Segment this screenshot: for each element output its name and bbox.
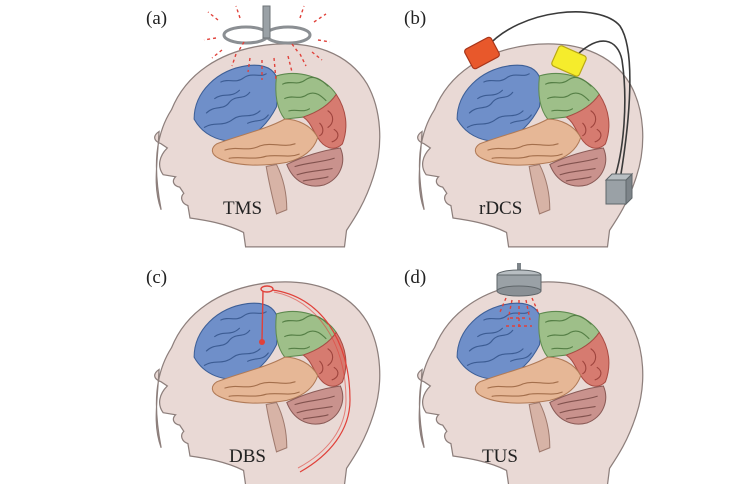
- panel-label-d: (d): [404, 267, 426, 288]
- stimulator-box: [604, 172, 634, 206]
- panel-label-a: (a): [146, 8, 167, 29]
- method-label-rdcs: rDCS: [479, 198, 522, 219]
- head-silhouette-b: [417, 43, 644, 248]
- anode-electrode: [464, 36, 500, 70]
- ultrasound-transducer: [496, 263, 542, 297]
- panel-a: (a) TMS: [146, 5, 381, 248]
- tms-coil: [222, 5, 312, 45]
- ultrasound-beam: [499, 297, 539, 330]
- panel-label-c: (c): [146, 267, 167, 288]
- rdcs-wires: [485, 11, 631, 181]
- method-label-tms: TMS: [223, 198, 262, 219]
- panel-b: (b) rDCS: [404, 8, 644, 248]
- panel-d: (d) TUS: [404, 263, 644, 484]
- magnetic-field-lines: [203, 5, 331, 81]
- method-label-dbs: DBS: [229, 446, 266, 467]
- head-silhouette-a: [154, 43, 381, 248]
- panel-c: (c) DBS: [146, 267, 381, 484]
- dbs-electrode: [259, 285, 351, 473]
- head-silhouette-d: [417, 281, 644, 484]
- method-label-tus: TUS: [482, 446, 518, 467]
- cathode-electrode: [551, 45, 587, 77]
- panel-label-b: (b): [404, 8, 426, 29]
- head-silhouette-c: [154, 281, 381, 484]
